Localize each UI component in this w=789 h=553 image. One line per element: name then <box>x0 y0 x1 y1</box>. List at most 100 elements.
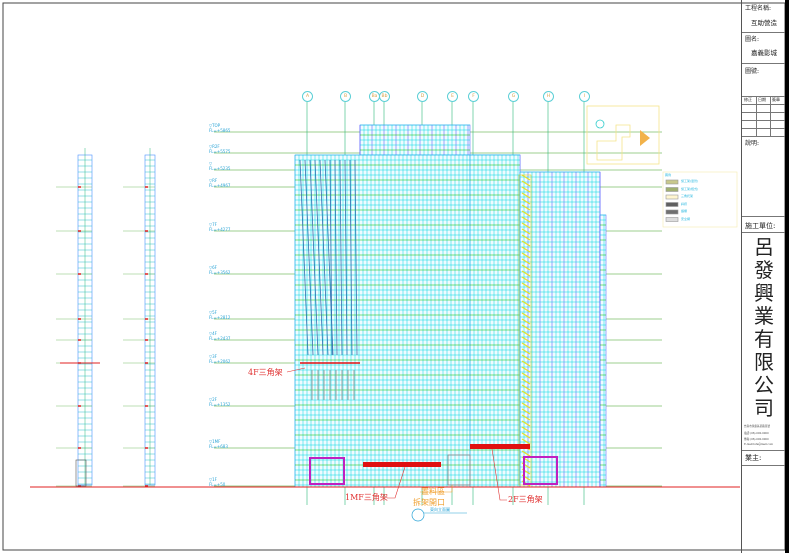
magenta-box-right <box>523 456 558 485</box>
level-label: ▽FL=+5235 <box>209 161 231 171</box>
grid-bubble: I <box>579 91 590 102</box>
diagonal-brace <box>521 438 531 445</box>
side-door <box>75 459 87 487</box>
diagonal-brace <box>521 276 531 283</box>
legend-swatch <box>665 202 679 207</box>
diagonal-brace <box>521 384 531 391</box>
contractor-char: 司 <box>754 396 774 420</box>
number-label: 圖號: <box>745 68 760 75</box>
scaffold-curve <box>304 159 314 356</box>
contractor-email: E-mail:lufa@mail.com <box>744 443 773 446</box>
legend-title: 圖例 <box>665 173 672 177</box>
diagonal-brace <box>521 240 531 247</box>
diagonal-brace <box>521 396 531 403</box>
facade-block <box>469 154 521 488</box>
scaffold-curve <box>354 159 358 356</box>
diagonal-brace <box>521 210 531 217</box>
legend-item: 安全網 <box>681 216 691 221</box>
diagonal-brace <box>521 330 531 337</box>
diagonal-brace <box>521 264 531 271</box>
diagonal-brace <box>521 354 531 361</box>
diagonal-brace <box>521 324 531 331</box>
diagonal-brace <box>521 288 531 295</box>
drawing-name: 嘉義影城 <box>751 49 777 57</box>
contractor-char: 業 <box>754 304 774 328</box>
contractor-fax: 傳真:(06)-000-0000 <box>744 438 769 441</box>
scaffold-curve <box>339 159 343 356</box>
grid-bubble: Bb <box>379 91 390 102</box>
diagonal-brace <box>521 342 531 349</box>
elevation-title: 東向立面圖 <box>430 507 450 512</box>
scaffold-curve <box>299 159 309 356</box>
notes-label: 說明: <box>745 140 760 147</box>
diagonal-brace <box>521 312 531 319</box>
project-name: 互助營造 <box>751 19 777 27</box>
legend-swatch <box>665 194 679 200</box>
owner-label: 業主: <box>745 454 762 462</box>
legend-swatch <box>665 217 679 222</box>
title-block: 工程名稱: 互助營造 圖名: 嘉義影城 圖號: 修正 日期 簽章 說明: 施工單… <box>741 0 786 553</box>
diagonal-brace <box>521 228 531 235</box>
diagonal-brace <box>521 390 531 397</box>
diagonal-brace <box>521 216 531 223</box>
label-4f-bracket: 4F三角架 <box>248 368 283 377</box>
diagonal-brace <box>521 186 531 193</box>
diagonal-brace <box>521 198 531 205</box>
contractor-char: 限 <box>754 350 774 374</box>
legend-swatch <box>665 209 679 215</box>
grid-bubble: A <box>302 91 313 102</box>
project-label: 工程名稱: <box>745 5 772 12</box>
diagonal-brace <box>521 372 531 379</box>
diagonal-brace <box>521 408 531 415</box>
diagonal-brace <box>521 348 531 355</box>
scaffold-curve <box>309 159 319 356</box>
scaffold-curve <box>349 159 353 356</box>
contractor-phone: 電話:(06)-000-0000 <box>744 432 769 435</box>
opening <box>447 454 471 486</box>
scaffold-curve <box>314 159 324 356</box>
legend-item: 護欄 <box>681 209 688 213</box>
diagonal-brace <box>521 222 531 229</box>
legend-swatch <box>665 179 679 185</box>
diagonal-brace <box>521 234 531 241</box>
legend-item: 斜撐 <box>681 201 688 206</box>
diagonal-brace <box>521 282 531 289</box>
contractor-address: 台南市永康區某路某號 <box>744 425 770 428</box>
diagonal-brace <box>521 426 531 433</box>
grid-bubble: E <box>447 91 458 102</box>
contractor-char: 呂 <box>754 235 774 259</box>
scaffold-curve <box>329 159 333 356</box>
label-storage: 置料區 <box>421 487 445 496</box>
diagonal-brace <box>521 318 531 325</box>
label-1mf-bracket: 1MF三角架 <box>345 493 388 502</box>
key-plan <box>586 105 660 165</box>
diagonal-brace <box>521 174 531 181</box>
grid-bubble: H <box>543 91 554 102</box>
diagonal-brace <box>521 252 531 259</box>
diagonal-brace <box>521 294 531 301</box>
grid-bubble: D <box>417 91 428 102</box>
diagonal-brace <box>521 306 531 313</box>
diagonal-brace <box>521 246 531 253</box>
diagonal-brace <box>521 258 531 265</box>
diagonal-brace <box>521 450 531 457</box>
legend-item: 施工架(單管) <box>681 179 699 183</box>
legend-item: 三角托架 <box>681 194 694 198</box>
contractor-char: 有 <box>754 327 774 351</box>
bracket-2f <box>470 444 530 449</box>
contractor-label: 施工單位: <box>745 222 776 230</box>
facade-scaffold <box>294 124 607 488</box>
facade-block <box>599 214 607 488</box>
scaffold-curve <box>334 159 338 356</box>
grid-bubble: F <box>468 91 479 102</box>
diagonal-brace <box>521 180 531 187</box>
